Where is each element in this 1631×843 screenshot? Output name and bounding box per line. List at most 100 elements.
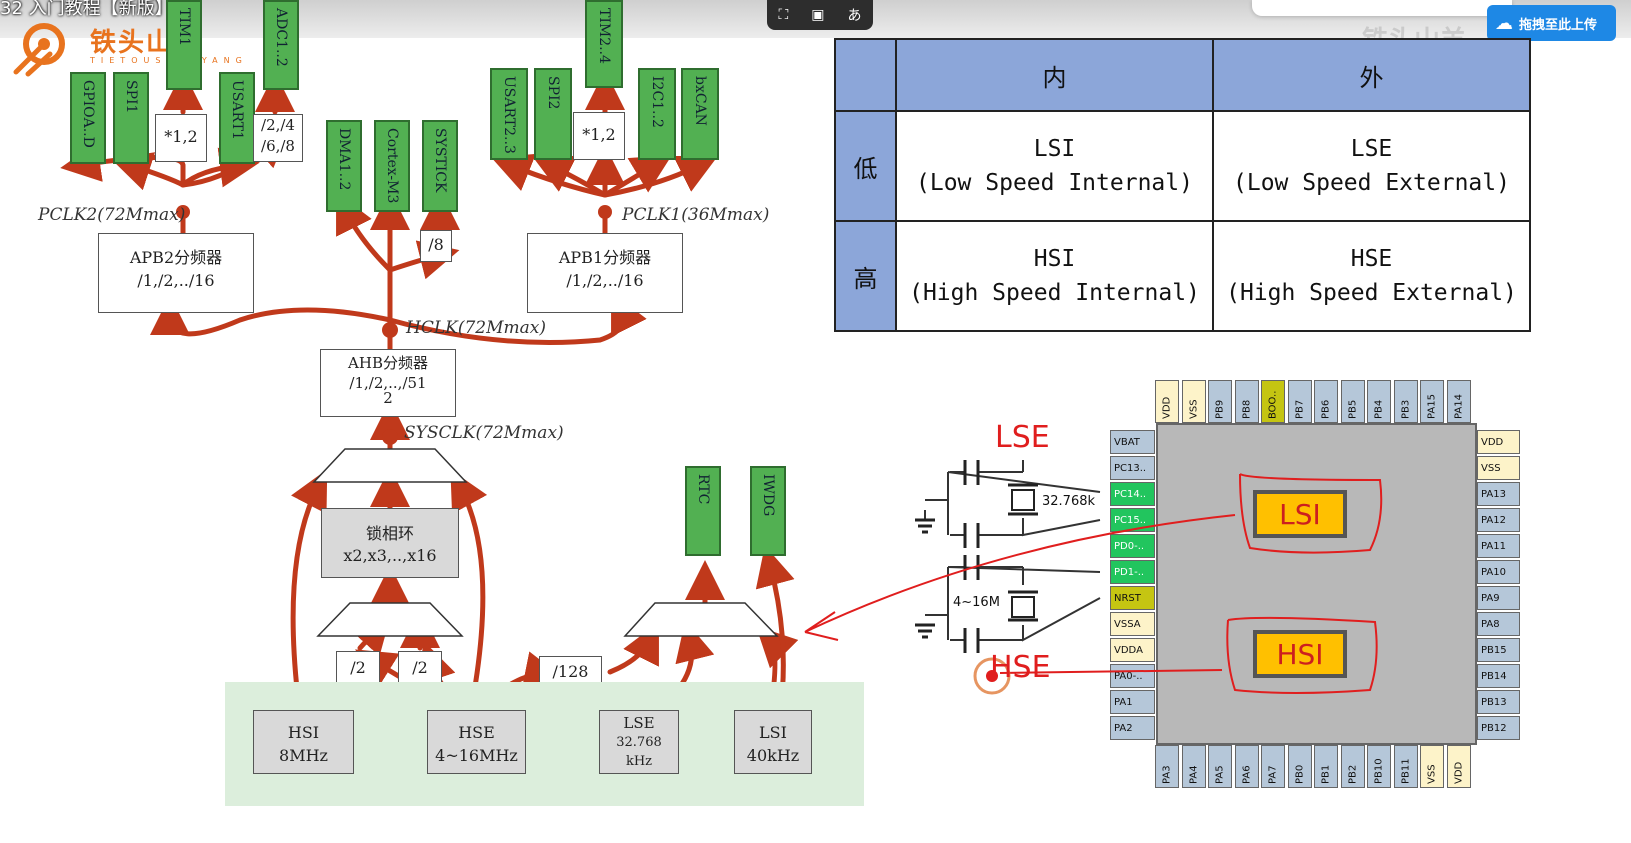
cell-desc: (Low Speed Internal)	[916, 170, 1193, 196]
output-adc: ADC1..2	[263, 0, 299, 90]
cell-abbr: LSI	[1033, 136, 1076, 162]
upload-panel	[1252, 0, 1512, 16]
output-rtc: RTC	[685, 466, 721, 556]
output-iwdg: IWDG	[750, 466, 786, 556]
table-corner	[834, 38, 897, 112]
output-spi2: SPI2	[534, 68, 572, 160]
upload-button[interactable]: ☁ 拖拽至此上传	[1487, 5, 1616, 41]
source-freq: 40kHz	[746, 746, 800, 765]
chip-pin: PA8	[1477, 612, 1520, 636]
source-freq: 32.768 kHz	[616, 735, 662, 769]
pll-title: 锁相环	[365, 524, 414, 543]
source-lse: LSE 32.768 kHz	[599, 710, 679, 774]
cell-desc: (High Speed Internal)	[909, 280, 1200, 306]
ahb-title: AHB分频器	[348, 354, 428, 372]
apb1-prescaler: APB1分频器 /1,/2,../16	[527, 233, 683, 313]
pll-div-hsi: /2	[336, 651, 380, 686]
cell-abbr: HSI	[1033, 246, 1076, 272]
chip-pin: PA2	[1110, 716, 1155, 740]
ahb-sub2: 2	[383, 389, 393, 407]
output-systick: SYSTICK	[422, 120, 458, 212]
video-title: 32 入门教程【新版】	[0, 0, 173, 19]
picture-in-picture-icon[interactable]: ▣	[811, 7, 825, 23]
goat-logo-icon	[13, 23, 65, 77]
source-name: LSE	[623, 714, 655, 732]
crop-icon[interactable]: ⛶	[778, 7, 789, 23]
sysclk-label: SYSCLK(72Mmax)	[404, 423, 564, 443]
output-cortex: Cortex-M3	[374, 120, 410, 212]
output-spi1: SPI1	[113, 72, 149, 164]
cell-abbr: LSE	[1350, 136, 1393, 162]
pll-box: 锁相环 x2,x3,..,x16	[321, 508, 459, 578]
chip-pin: PB15	[1477, 638, 1520, 662]
table-row-low: 低	[834, 110, 897, 222]
table-row-high: 高	[834, 220, 897, 332]
chip-pin: PC15..	[1110, 508, 1155, 532]
source-lsi: LSI 40kHz	[734, 710, 812, 774]
table-cell-lsi: LSI (Low Speed Internal)	[895, 110, 1214, 222]
chip-pin: PD0-..	[1110, 534, 1155, 558]
chip-pin: PA13	[1477, 482, 1520, 506]
chip-pin: PB14	[1477, 664, 1520, 688]
chip-pin: PC14..	[1110, 482, 1155, 506]
crystal-lse-label: 32.768k	[1042, 494, 1096, 509]
output-dma: DMA1..2	[326, 120, 362, 212]
source-name: LSI	[759, 723, 787, 742]
source-name: HSE	[458, 723, 495, 742]
logo-subtext: TIETOUSHANYANG	[90, 56, 248, 65]
output-tim2: TIM2..4	[585, 0, 623, 88]
apb2-prescaler: APB2分频器 /1,/2,../16	[98, 233, 254, 313]
table-cell-hse: HSE (High Speed External)	[1212, 220, 1531, 332]
oscillator-table: 内 外 低 LSI (Low Speed Internal) LSE (Low …	[834, 38, 1531, 332]
table-cell-hsi: HSI (High Speed Internal)	[895, 220, 1214, 332]
player-controls: ⛶ ▣ あ	[767, 0, 873, 30]
crystal-hse-label: 4~16M	[953, 595, 1000, 610]
chip-pin: VDDA	[1110, 638, 1155, 662]
hse-annotation: HSE	[990, 650, 1051, 685]
apb1-title: APB1分频器	[558, 248, 652, 267]
chip-pin: PA1	[1110, 690, 1155, 714]
upload-label: 拖拽至此上传	[1519, 17, 1598, 33]
output-i2c: I2C1..2	[638, 68, 676, 160]
hclk-label: HCLK(72Mmax)	[406, 318, 546, 338]
apb1-mult-box: *1,2	[573, 112, 625, 160]
cell-abbr: HSE	[1350, 246, 1393, 272]
apb2-sub: /1,/2,../16	[137, 271, 215, 290]
apb2-mult-box: *1,2	[155, 114, 207, 162]
chip-pin: PA11	[1477, 534, 1520, 558]
translate-icon[interactable]: あ	[847, 8, 862, 24]
pclk1-label: PCLK1(36Mmax)	[622, 205, 770, 225]
lse-annotation: LSE	[995, 420, 1050, 455]
chip-pin: PB13	[1477, 690, 1520, 714]
source-name: HSI	[287, 723, 320, 742]
table-cell-lse: LSE (Low Speed External)	[1212, 110, 1531, 222]
chip-pin: VSS	[1477, 456, 1520, 480]
cell-desc: (Low Speed External)	[1233, 170, 1510, 196]
table-header-external: 外	[1212, 38, 1531, 112]
output-gpio: GPIOA..D	[70, 72, 106, 164]
chip-pin: PB12	[1477, 716, 1520, 740]
cloud-icon: ☁	[1495, 12, 1513, 34]
chip-pin: NRST	[1110, 586, 1155, 610]
chip-pin: PC13..	[1110, 456, 1155, 480]
apb1-sub: /1,/2,../16	[566, 271, 644, 290]
source-freq: 8MHz	[279, 746, 328, 765]
mcu-chip	[1156, 423, 1477, 745]
chip-pin: PA0-..	[1110, 664, 1155, 688]
source-hsi: HSI 8MHz	[253, 710, 354, 774]
hsi-oscillator: HSI	[1253, 630, 1347, 678]
chip-pin: PA12	[1477, 508, 1520, 532]
output-bxcan: bxCAN	[681, 68, 719, 160]
chip-pin: VBAT	[1110, 430, 1155, 454]
source-freq: 4~16MHz	[435, 746, 518, 765]
chip-pin: PD1-..	[1110, 560, 1155, 584]
chip-pin: PA9	[1477, 586, 1520, 610]
lsi-oscillator: LSI	[1253, 490, 1347, 538]
chip-pin: PA10	[1477, 560, 1520, 584]
source-hse: HSE 4~16MHz	[427, 710, 526, 774]
chip-pin: VDD	[1477, 430, 1520, 454]
ahb-prescaler: AHB分频器 /1,/2,..,/51 2	[320, 349, 456, 417]
systick-div-box: /8	[420, 230, 452, 262]
